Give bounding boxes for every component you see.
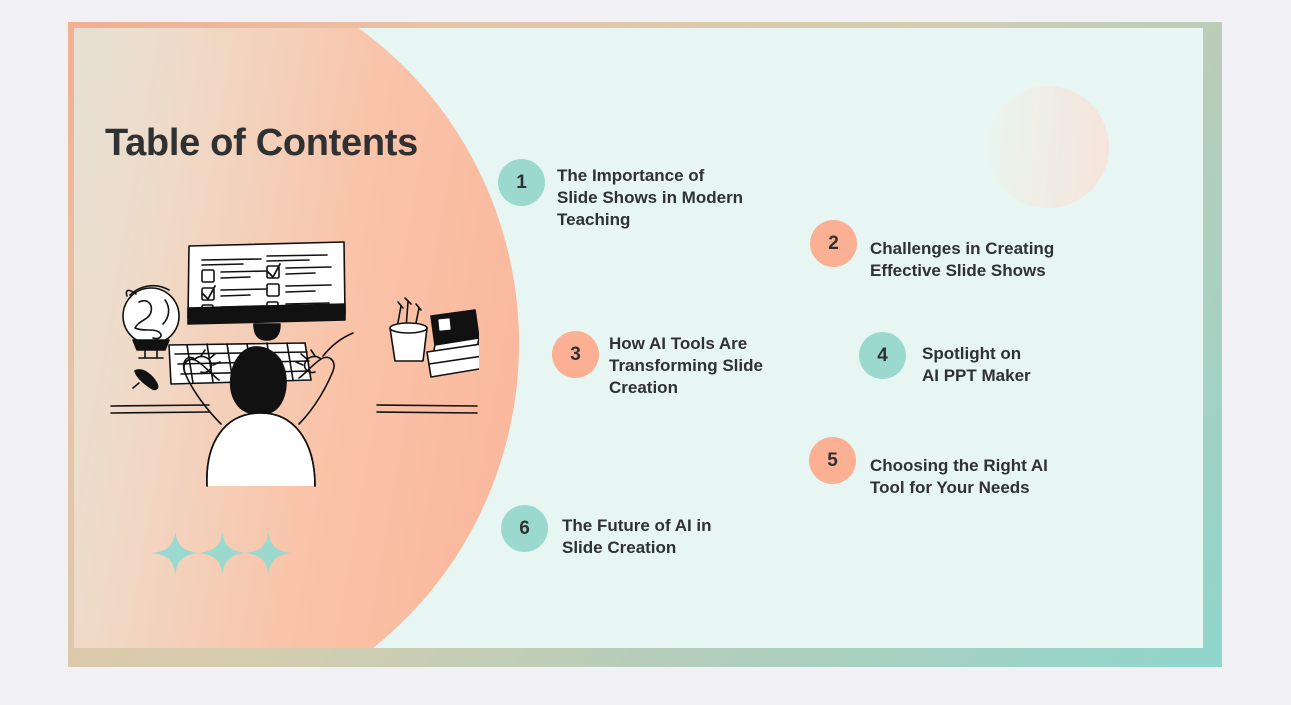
sparkles-decoration xyxy=(152,530,293,576)
soft-gradient-circle xyxy=(987,86,1109,208)
toc-item-2[interactable]: 2 Challenges in Creating Effective Slide… xyxy=(810,220,1054,282)
slide-frame: Table of Contents xyxy=(68,22,1222,667)
toc-badge-2: 2 xyxy=(810,220,857,267)
toc-badge-6: 6 xyxy=(501,505,548,552)
sparkle-icon xyxy=(152,531,199,575)
toc-item-1[interactable]: 1 The Importance of Slide Shows in Moder… xyxy=(498,159,743,230)
toc-badge-4: 4 xyxy=(859,332,906,379)
toc-badge-5: 5 xyxy=(809,437,856,484)
toc-label-1: The Importance of Slide Shows in Modern … xyxy=(557,166,744,229)
toc-label-2: Challenges in Creating Effective Slide S… xyxy=(870,239,1055,280)
toc-label-6: The Future of AI in Slide Creation xyxy=(562,516,712,557)
page-title: Table of Contents xyxy=(105,122,418,164)
toc-item-3[interactable]: 3 How AI Tools Are Transforming Slide Cr… xyxy=(552,331,763,398)
desk-illustration xyxy=(109,228,479,488)
toc-item-5[interactable]: 5 Choosing the Right AI Tool for Your Ne… xyxy=(809,437,1048,499)
toc-label-5: Choosing the Right AI Tool for Your Need… xyxy=(870,456,1048,497)
toc-label-4: Spotlight on AI PPT Maker xyxy=(922,344,1031,385)
toc-badge-1: 1 xyxy=(498,159,545,206)
toc-label-3: How AI Tools Are Transforming Slide Crea… xyxy=(609,334,763,397)
sparkle-icon xyxy=(198,531,246,575)
toc-item-4[interactable]: 4 Spotlight on AI PPT Maker xyxy=(859,332,1031,387)
toc-badge-3: 3 xyxy=(552,331,599,378)
toc-item-6[interactable]: 6 The Future of AI in Slide Creation xyxy=(501,505,712,559)
slide-canvas: Table of Contents xyxy=(74,28,1203,648)
sparkle-icon xyxy=(245,531,293,575)
